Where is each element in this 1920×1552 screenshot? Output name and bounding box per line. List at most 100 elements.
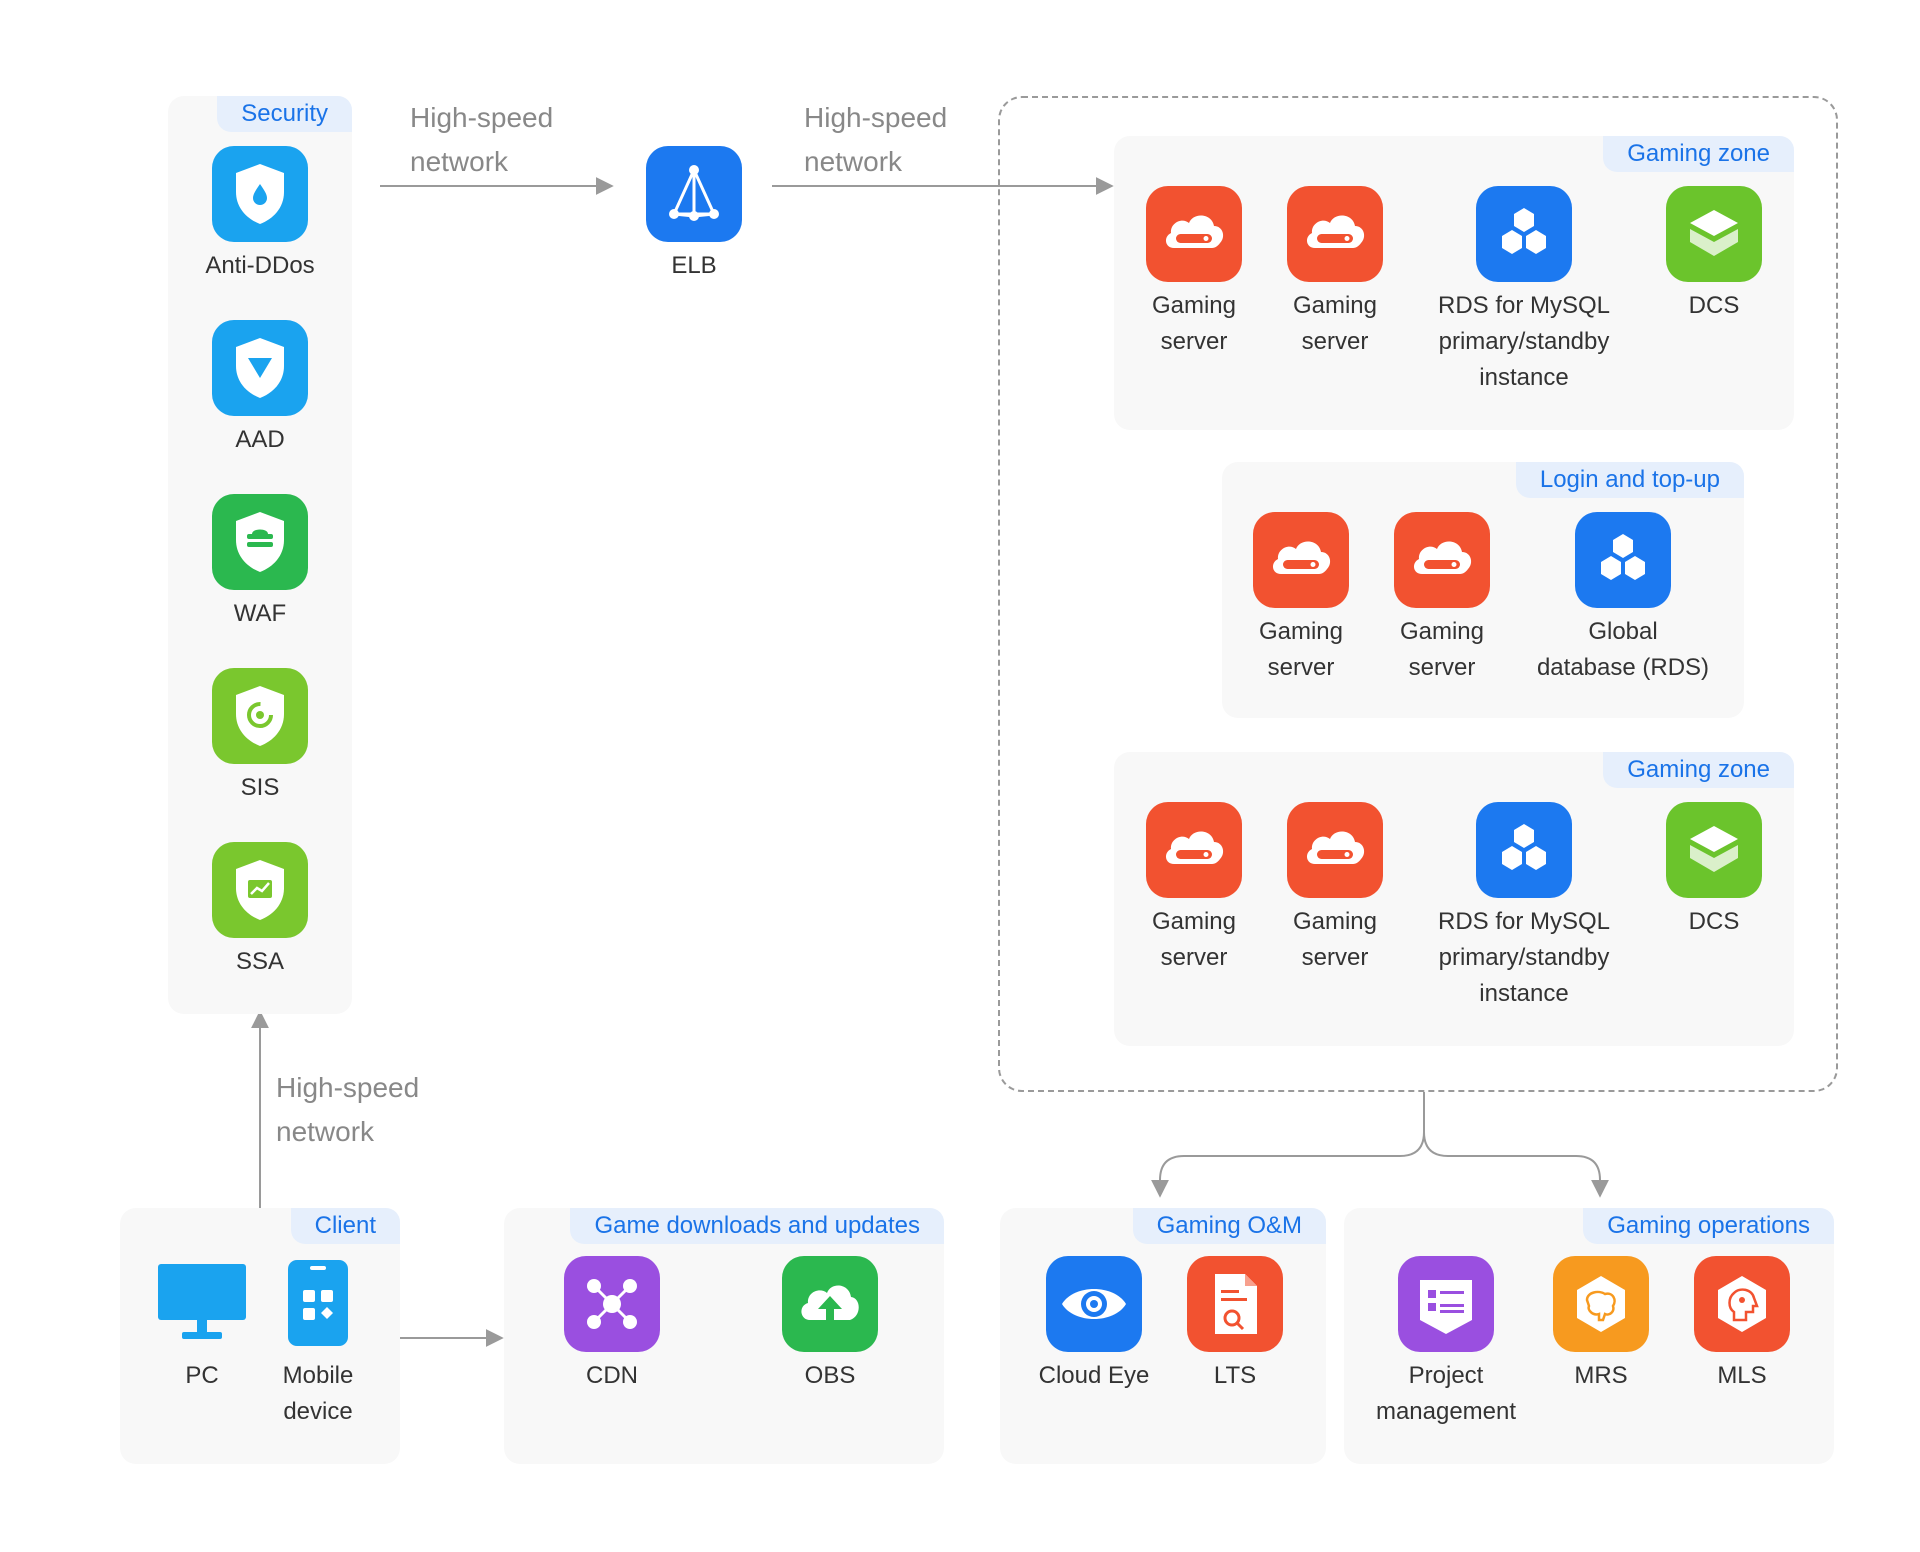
login-topup-tag: Login and top-up — [1515, 462, 1744, 498]
label-line: RDS for MySQL — [1437, 292, 1611, 319]
zone3-dcs-label: DCS — [1654, 904, 1774, 940]
rds-icon[interactable] — [1575, 512, 1671, 608]
rds-icon[interactable] — [1476, 186, 1572, 282]
label-line: Cloud Eye — [1038, 1362, 1150, 1389]
aad-shield-icon[interactable] — [212, 320, 308, 416]
network-label-3: High-speed network — [276, 1066, 419, 1154]
gaming-zone-2-panel: Gaming zone — [1114, 752, 1794, 1046]
label-line: Gaming — [1151, 908, 1237, 935]
label-line: database (RDS) — [1536, 654, 1710, 681]
ssa-label: SSA — [235, 948, 285, 975]
gaming-server-icon[interactable] — [1146, 186, 1242, 282]
label-line: instance — [1479, 364, 1569, 391]
lts-icon[interactable] — [1187, 1256, 1283, 1352]
label-line: Gaming — [1292, 908, 1378, 935]
network-label-2: High-speed network — [804, 96, 947, 184]
cdn-label: CDN — [552, 1358, 672, 1394]
anti-ddos-shield-icon[interactable] — [212, 146, 308, 242]
mobile-device-icon[interactable] — [270, 1256, 366, 1352]
label-line: LTS — [1213, 1362, 1257, 1389]
project-management-label: Project management — [1356, 1358, 1536, 1430]
label-line: Global — [1588, 618, 1658, 645]
project-management-icon[interactable] — [1398, 1256, 1494, 1352]
network-label-line1: High-speed — [276, 1072, 420, 1103]
dcs-icon[interactable] — [1666, 186, 1762, 282]
network-label-line1: High-speed — [410, 102, 554, 133]
aad-label: AAD — [235, 426, 285, 453]
client-panel: Client — [120, 1208, 400, 1464]
ssa-shield-icon[interactable] — [212, 842, 308, 938]
label-line: Gaming — [1292, 292, 1378, 319]
label-line: server — [1408, 654, 1476, 681]
label-line: server — [1301, 944, 1369, 971]
mrs-icon[interactable] — [1553, 1256, 1649, 1352]
mls-icon[interactable] — [1694, 1256, 1790, 1352]
label-line: device — [283, 1398, 353, 1425]
zone2-global-db-label: Global database (RDS) — [1518, 614, 1728, 686]
arrow-zones-to-om — [1151, 1092, 1425, 1198]
dcs-icon[interactable] — [1666, 802, 1762, 898]
gaming-operations-tag: Gaming operations — [1583, 1208, 1834, 1244]
gaming-zone-1-tag: Gaming zone — [1603, 136, 1794, 172]
label-line: server — [1301, 328, 1369, 355]
gaming-server-icon[interactable] — [1287, 186, 1383, 282]
obs-icon[interactable] — [782, 1256, 878, 1352]
zone3-server1-label: Gaming server — [1114, 904, 1274, 976]
label-line: primary/standby — [1438, 944, 1610, 971]
label-line: server — [1160, 328, 1228, 355]
gaming-om-tag: Gaming O&M — [1132, 1208, 1326, 1244]
gaming-server-icon[interactable] — [1287, 802, 1383, 898]
obs-label: OBS — [770, 1358, 890, 1394]
cloud-eye-icon[interactable] — [1046, 1256, 1142, 1352]
label-line: server — [1160, 944, 1228, 971]
label-line: PC — [185, 1362, 219, 1389]
zone3-server2-label: Gaming server — [1255, 904, 1415, 976]
zone1-server2-label: Gaming server — [1255, 288, 1415, 360]
game-downloads-panel: Game downloads and updates — [504, 1208, 944, 1464]
label-line: Gaming — [1258, 618, 1344, 645]
pc-monitor-icon[interactable] — [154, 1256, 250, 1352]
network-label-line2: network — [804, 146, 903, 177]
label-line: management — [1375, 1398, 1517, 1425]
label-line: Gaming — [1399, 618, 1485, 645]
mrs-label: MRS — [1541, 1358, 1661, 1394]
label-line: CDN — [586, 1362, 638, 1389]
gaming-zone-2-tag: Gaming zone — [1603, 752, 1794, 788]
game-zones-container — [998, 96, 1838, 1092]
game-downloads-tag: Game downloads and updates — [570, 1208, 944, 1244]
network-label-line2: network — [410, 146, 509, 177]
zone1-rds-label: RDS for MySQL primary/standby instance — [1420, 288, 1628, 396]
label-line: Gaming — [1151, 292, 1237, 319]
client-tag: Client — [290, 1208, 400, 1244]
mls-label: MLS — [1682, 1358, 1802, 1394]
label-line: MRS — [1574, 1362, 1628, 1389]
network-label-line1: High-speed — [804, 102, 948, 133]
label-line: instance — [1479, 980, 1569, 1007]
elb-label: ELB — [671, 252, 717, 279]
zone1-server1-label: Gaming server — [1114, 288, 1274, 360]
gaming-server-icon[interactable] — [1394, 512, 1490, 608]
label-line: DCS — [1688, 908, 1740, 935]
waf-shield-icon[interactable] — [212, 494, 308, 590]
gaming-server-icon[interactable] — [1253, 512, 1349, 608]
sis-label: SIS — [240, 774, 280, 801]
network-label-line2: network — [276, 1116, 375, 1147]
elb-icon[interactable] — [646, 146, 742, 242]
zone1-dcs-label: DCS — [1654, 288, 1774, 324]
rds-icon[interactable] — [1476, 802, 1572, 898]
label-line: MLS — [1717, 1362, 1767, 1389]
cdn-icon[interactable] — [564, 1256, 660, 1352]
gaming-server-icon[interactable] — [1146, 802, 1242, 898]
label-line: RDS for MySQL — [1437, 908, 1611, 935]
cloud-eye-label: Cloud Eye — [1014, 1358, 1174, 1394]
arrow-zones-to-operations — [1423, 1131, 1609, 1198]
label-line: server — [1267, 654, 1335, 681]
label-line: OBS — [804, 1362, 856, 1389]
network-label-1: High-speed network — [410, 96, 553, 184]
gaming-zone-1-panel: Gaming zone — [1114, 136, 1794, 430]
anti-ddos-label: Anti-DDos — [205, 252, 315, 279]
label-line: DCS — [1688, 292, 1740, 319]
pc-label: PC — [150, 1358, 254, 1394]
sis-shield-icon[interactable] — [212, 668, 308, 764]
